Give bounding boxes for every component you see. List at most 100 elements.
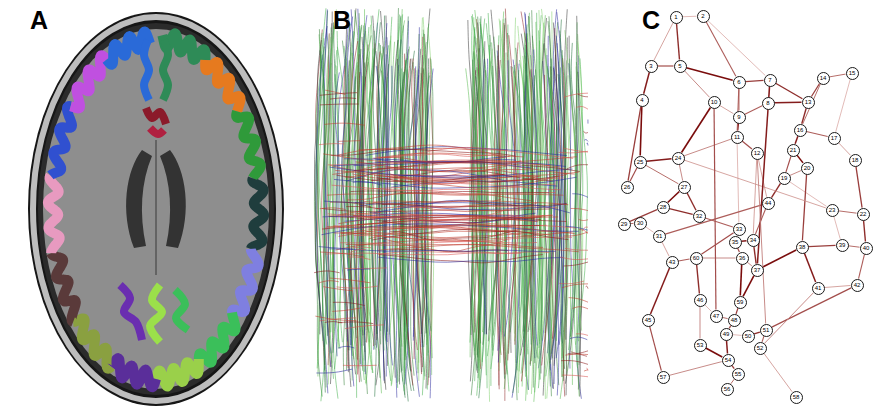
node-number: 40 <box>863 245 870 251</box>
fiber-tract <box>565 30 577 371</box>
lateral-fiber <box>324 123 364 125</box>
lateral-fiber <box>351 249 366 252</box>
graph-node: 17 <box>828 132 841 145</box>
graph-node: 57 <box>657 371 670 384</box>
graph-edge <box>753 159 756 233</box>
lateral-fiber <box>338 346 354 348</box>
cortical-region <box>71 55 107 108</box>
cortical-region <box>232 249 259 313</box>
lateral-fiber <box>346 207 381 209</box>
node-number: 21 <box>790 147 797 153</box>
graph-node: 38 <box>796 241 809 254</box>
graph-edge <box>662 242 669 256</box>
graph-edge <box>772 288 851 327</box>
graph-edge <box>737 88 739 130</box>
fiber-tract <box>383 16 387 390</box>
lateral-fiber <box>337 212 359 215</box>
node-number: 26 <box>624 184 631 190</box>
graph-edge <box>644 72 650 93</box>
lateral-fiber <box>572 194 588 198</box>
node-number: 56 <box>724 386 731 392</box>
lateral-fiber <box>345 325 384 329</box>
graph-edge <box>732 334 741 336</box>
node-number: 43 <box>669 259 676 265</box>
node-number: 53 <box>697 342 704 348</box>
graph-edge <box>829 74 845 77</box>
lateral-fiber <box>567 165 588 169</box>
callosal-fiber <box>325 253 521 255</box>
lateral-fiber <box>330 278 371 283</box>
graph-edge <box>668 191 680 202</box>
lateral-fiber <box>573 307 588 309</box>
node-number: 37 <box>754 267 761 273</box>
graph-edge <box>741 240 746 242</box>
node-number: 20 <box>804 165 811 171</box>
lateral-fiber <box>320 208 346 210</box>
panel-label: B <box>333 8 351 33</box>
graph-node: 35 <box>729 236 742 249</box>
cortical-region <box>48 175 60 253</box>
lateral-fiber <box>569 298 588 303</box>
graph-node: 36 <box>736 252 749 265</box>
node-number: 14 <box>820 75 827 81</box>
graph-edge <box>790 171 801 176</box>
graph-node: 60 <box>690 252 703 265</box>
panel-label: A <box>30 8 48 33</box>
node-number: 52 <box>757 345 764 351</box>
callosal-fiber <box>345 168 539 179</box>
graph-edge <box>708 20 766 75</box>
graph-node: 49 <box>720 328 733 341</box>
brain-slice <box>28 12 284 406</box>
lateral-fiber <box>565 248 588 250</box>
graph-edge <box>658 65 674 66</box>
callosal-fiber <box>378 257 562 262</box>
graph-edge <box>797 155 803 163</box>
node-number: 28 <box>660 204 667 210</box>
medial-region <box>146 108 166 124</box>
graph-edge <box>630 168 637 181</box>
fiber-tract <box>570 43 576 337</box>
node-number: 5 <box>678 63 681 69</box>
fiber-tract <box>577 72 580 397</box>
node-number: 39 <box>839 242 846 248</box>
graph-edge <box>808 245 835 246</box>
csf-ring <box>38 23 274 395</box>
graph-edge <box>736 308 738 314</box>
lateral-fiber <box>338 322 374 324</box>
graph-edge <box>802 174 806 240</box>
graph-edge <box>848 246 859 247</box>
graph-node: 6 <box>733 76 746 89</box>
lateral-fiber <box>576 334 588 336</box>
graph-node: 23 <box>826 204 839 217</box>
lateral-fiber <box>587 368 588 370</box>
cortical-region <box>156 359 199 386</box>
graph-edge <box>682 16 696 18</box>
graph-edge <box>677 23 680 59</box>
node-number: 42 <box>854 282 861 288</box>
node-number: 8 <box>766 100 769 106</box>
graph-node: 44 <box>762 197 775 210</box>
node-number: 23 <box>829 207 836 213</box>
node-number: 46 <box>697 297 704 303</box>
graph-edge <box>679 164 682 180</box>
graph-node: 43 <box>666 256 679 269</box>
lateral-fiber <box>562 375 588 377</box>
medial-region <box>150 128 164 134</box>
graph-node: 18 <box>849 154 862 167</box>
graph-node: 40 <box>860 242 873 255</box>
graph-edge <box>795 136 798 144</box>
fiber-tract <box>336 66 339 349</box>
fiber-tract <box>351 9 356 386</box>
graph-node: 48 <box>728 314 741 327</box>
graph-node: 54 <box>722 354 735 367</box>
graph-edge <box>684 139 731 156</box>
fiber-tract <box>404 60 409 391</box>
graph-edge <box>864 220 866 241</box>
graph-node: 3 <box>645 60 658 73</box>
graph-edge <box>763 250 796 267</box>
graph-edge <box>687 193 696 210</box>
graph-node: 10 <box>708 96 721 109</box>
graph-node: 14 <box>817 72 830 85</box>
node-number: 31 <box>656 233 663 239</box>
